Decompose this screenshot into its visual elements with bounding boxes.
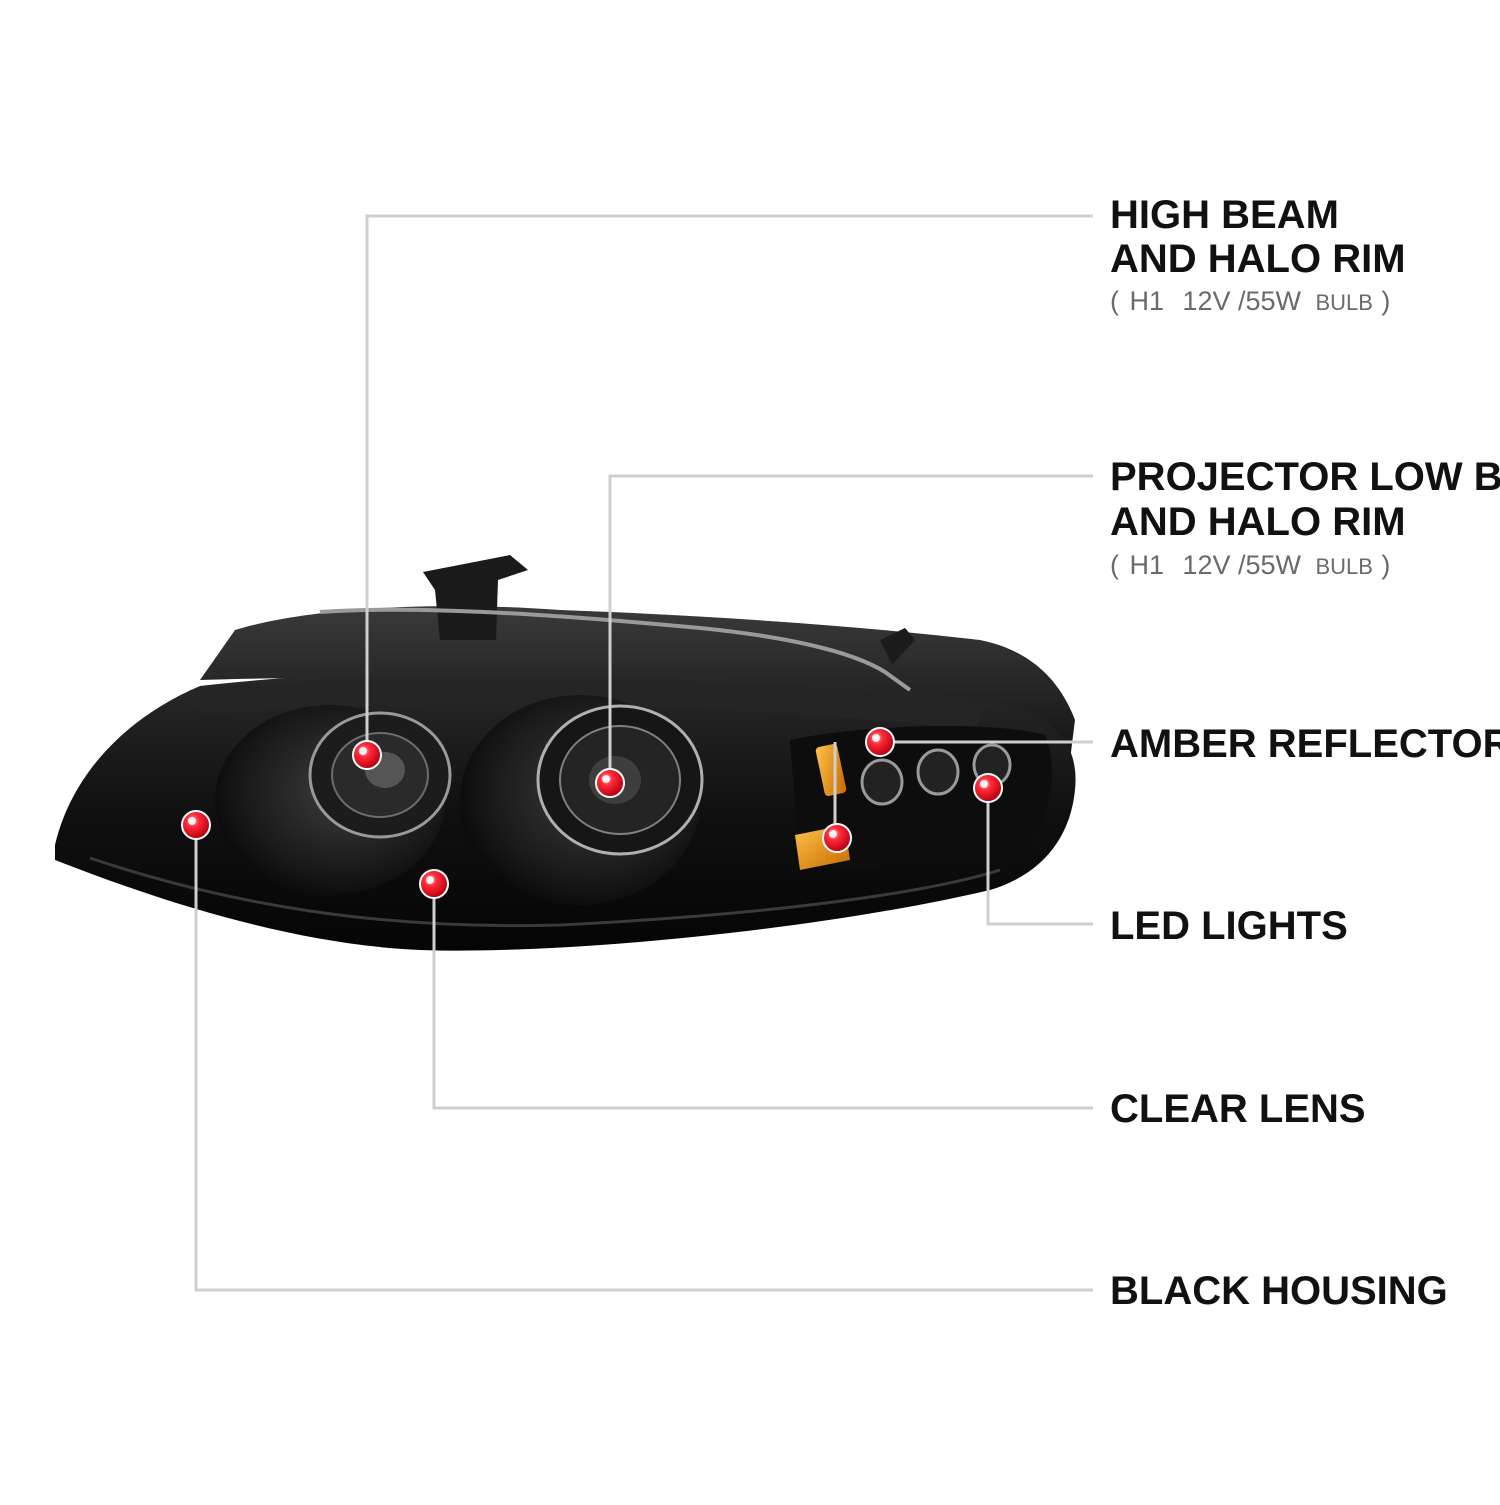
spec-bulb: BULB (1315, 290, 1372, 315)
callout-low-beam: PROJECTOR LOW BEAM AND HALO RIM ( H1 12V… (1110, 455, 1500, 580)
marker-lens (419, 869, 449, 899)
leader-led (986, 788, 1093, 926)
callout-amber-reflectors: AMBER REFLECTORS (1110, 722, 1500, 766)
marker-led (973, 773, 1003, 803)
callout-high-beam-spec: ( H1 12V /55W BULB ) (1110, 286, 1390, 316)
callout-low-beam-spec: ( H1 12V /55W BULB ) (1110, 550, 1390, 580)
spec-close: ) (1381, 550, 1390, 580)
callout-clear-lens: CLEAR LENS (1110, 1087, 1366, 1131)
mounting-bracket (423, 555, 528, 640)
callout-low-beam-line1: PROJECTOR LOW BEAM (1110, 455, 1500, 499)
headlight-illustration (55, 555, 1076, 951)
spec-close: ) (1381, 286, 1390, 316)
adjuster-rod (319, 607, 912, 692)
led-pod (790, 725, 1052, 870)
callout-low-beam-line2: AND HALO RIM (1110, 500, 1406, 544)
spec-bulb: BULB (1315, 554, 1372, 579)
spec-rating: 12V /55W (1182, 550, 1301, 580)
spec-h1: H1 (1129, 286, 1164, 316)
leader-high-beam (365, 214, 1093, 755)
spec-rating: 12V /55W (1182, 286, 1301, 316)
markers (181, 727, 1003, 899)
lens-lip (89, 856, 1001, 928)
leader-lines (194, 214, 1093, 1292)
spec-open: ( (1110, 286, 1119, 316)
spec-open: ( (1110, 550, 1119, 580)
leader-low-beam (608, 474, 1093, 783)
marker-amber-top (865, 727, 895, 757)
leader-housing (194, 825, 1093, 1292)
callout-led-lights: LED LIGHTS (1110, 904, 1348, 948)
marker-amber-bottom (822, 823, 852, 853)
callout-black-housing: BLACK HOUSING (1110, 1269, 1448, 1313)
callout-high-beam-line1: HIGH BEAM (1110, 193, 1339, 237)
marker-housing (181, 810, 211, 840)
rear-post (880, 628, 915, 665)
callout-high-beam-line2: AND HALO RIM (1110, 237, 1406, 281)
leader-lens (432, 884, 1093, 1110)
callout-high-beam: HIGH BEAM AND HALO RIM ( H1 12V /55W BUL… (1110, 193, 1406, 316)
spec-h1: H1 (1129, 550, 1164, 580)
marker-high-beam (352, 740, 382, 770)
marker-low-beam (595, 768, 625, 798)
